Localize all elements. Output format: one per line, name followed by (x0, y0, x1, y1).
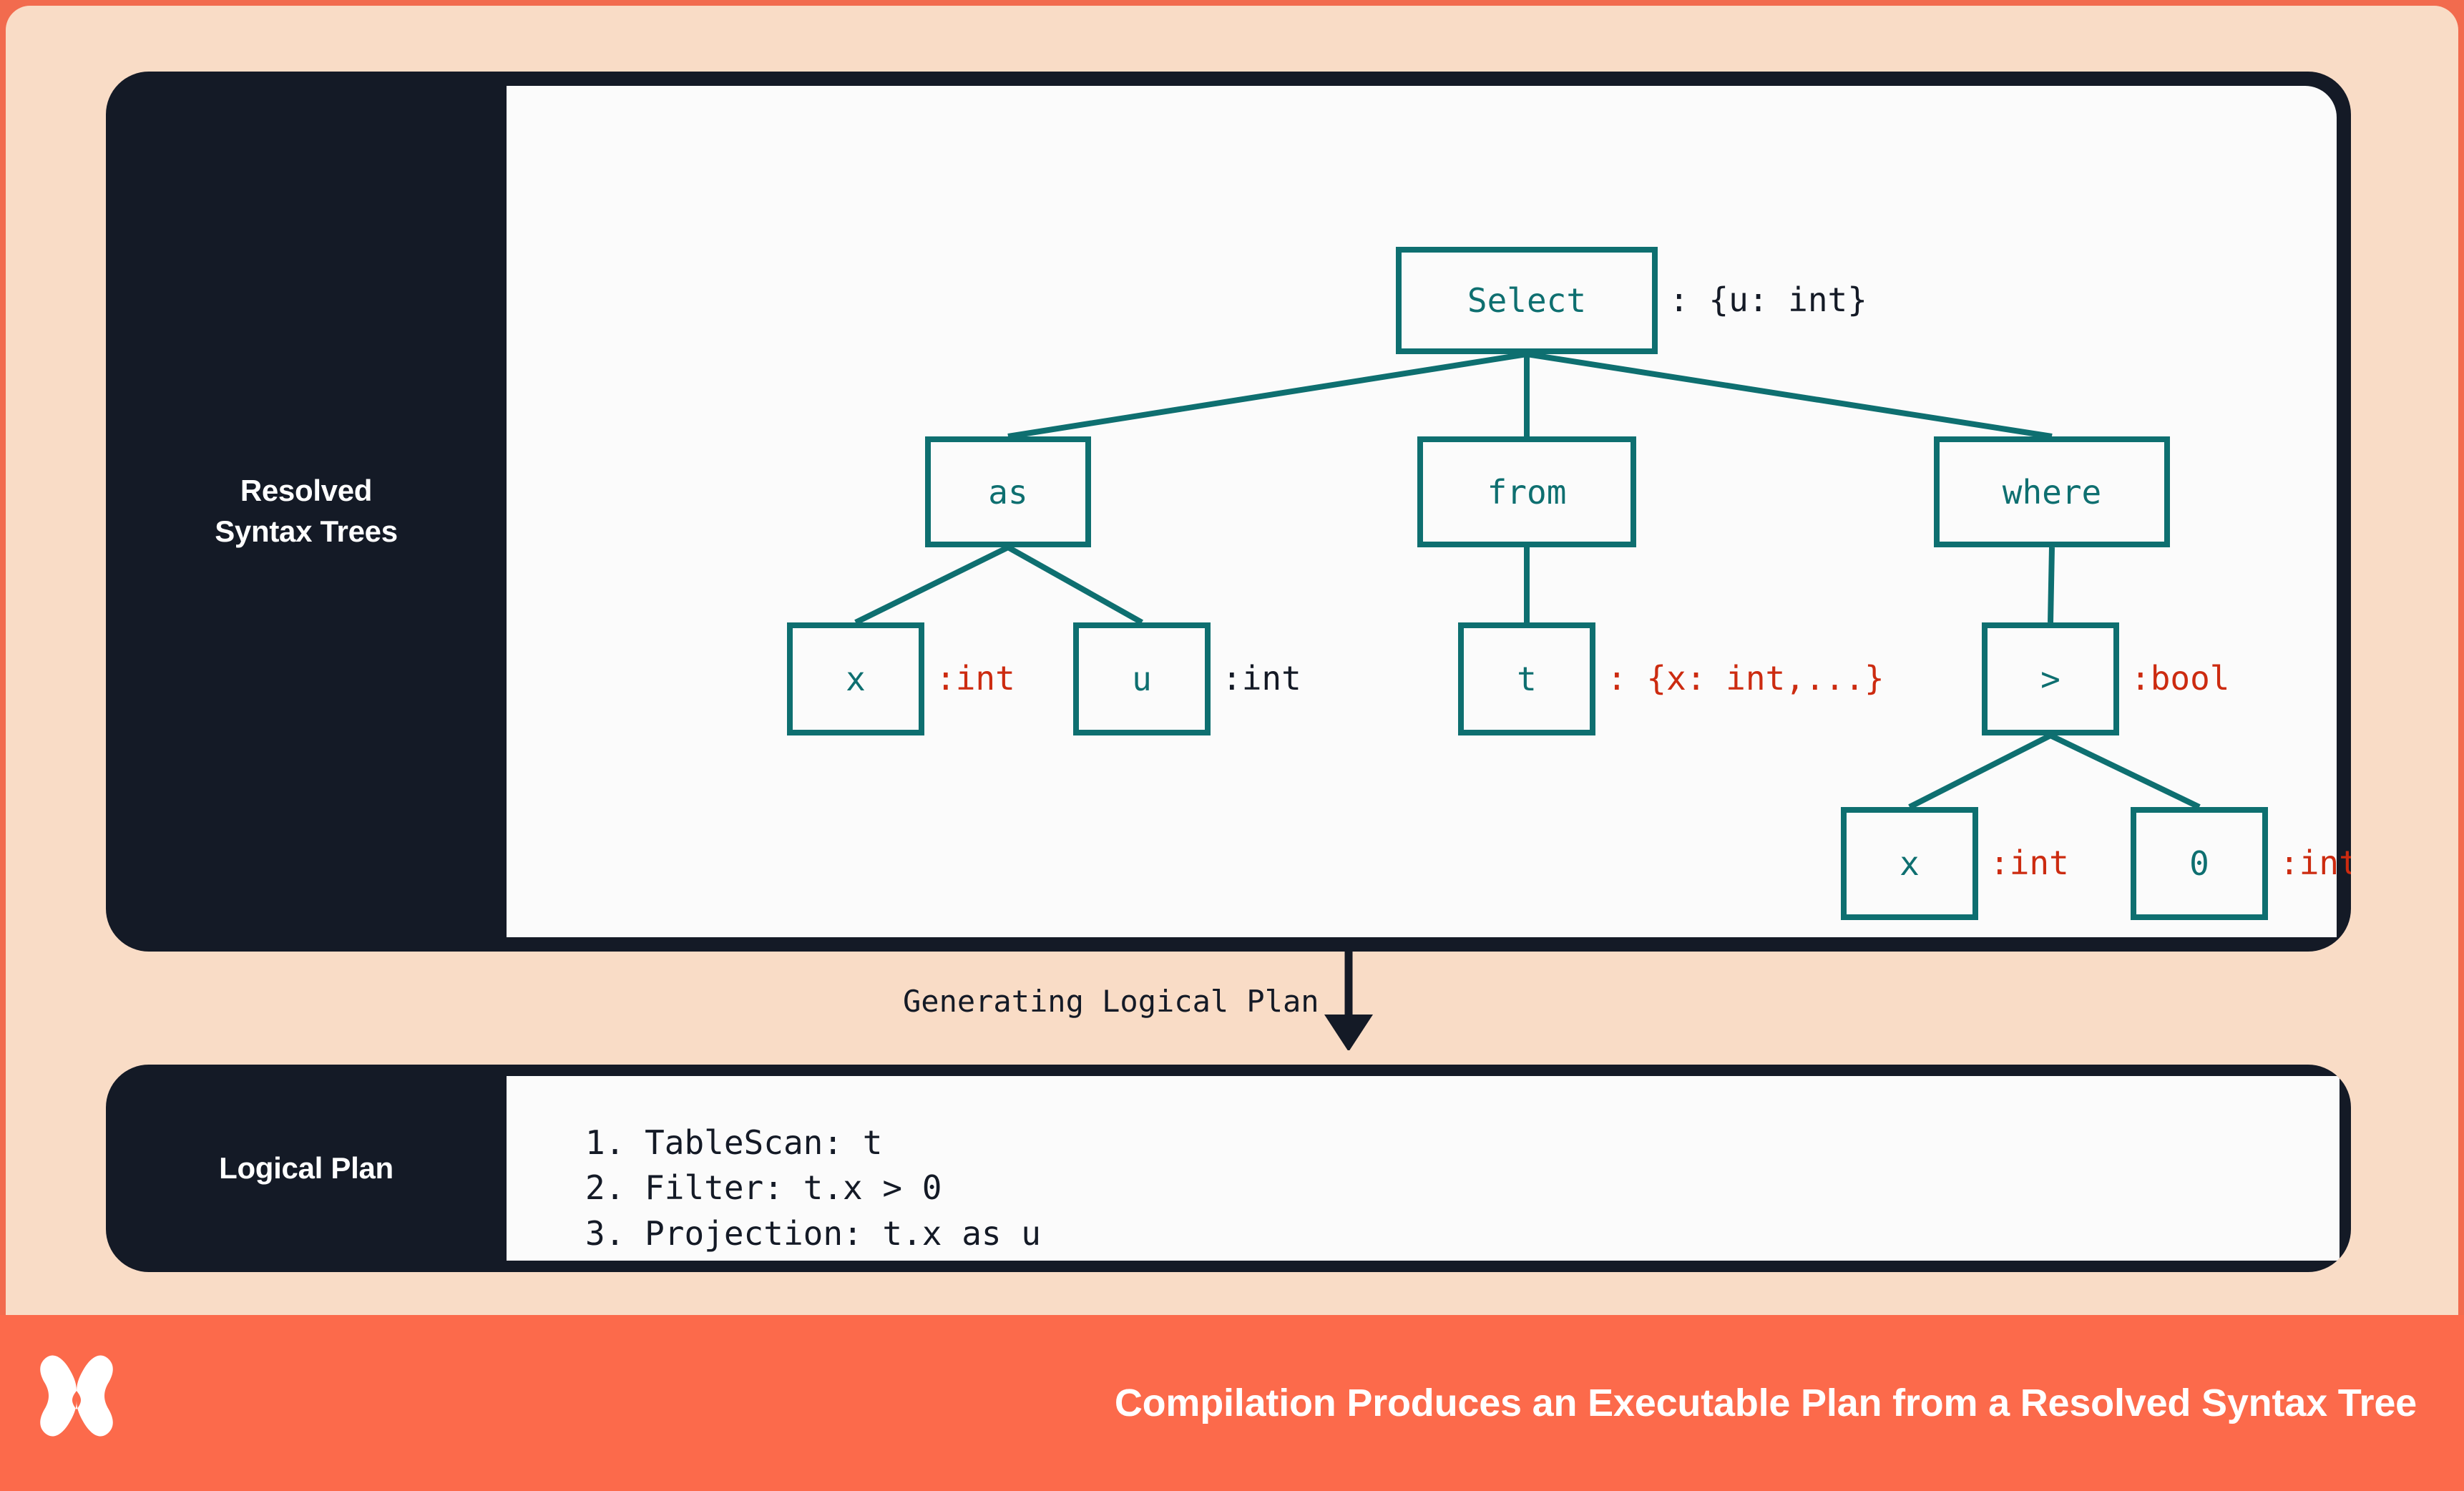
tree-node-zero: 0 (2131, 807, 2268, 920)
tree-node-label: x (846, 660, 866, 698)
type-annotation-x1: :int (936, 659, 1015, 698)
logical-plan-step: 1. TableScan: t (585, 1123, 883, 1162)
tree-node-label: > (2040, 660, 2060, 698)
panel-resolved-syntax-trees: Resolved Syntax Trees Select : {u: int} as… (106, 72, 2351, 952)
panel-label-logical-plan: Logical Plan (106, 1065, 507, 1272)
tree-node-label: where (2002, 472, 2102, 512)
tree-node-x2: x (1841, 807, 1978, 920)
tree-edge-as-to-x1 (854, 544, 1009, 625)
butterfly-x-logo (40, 1355, 113, 1437)
tree-node-label: as (988, 472, 1028, 512)
logical-plan-step: 2. Filter: t.x > 0 (585, 1168, 942, 1208)
type-annotation-t1: : {x: int,...} (1607, 659, 1884, 698)
logical-plan-steps: 1. TableScan: t 2. Filter: t.x > 0 3. Proj… (585, 1120, 1041, 1256)
tree-node-x1: x (787, 622, 924, 735)
connector-arrow-group (1324, 943, 1373, 1050)
logical-plan-content: 1. TableScan: t 2. Filter: t.x > 0 3. Proj… (507, 1076, 2340, 1261)
panel-label-resolved-syntax-trees: Resolved Syntax Trees (106, 72, 507, 952)
tree-node-label: u (1132, 660, 1152, 698)
tree-edges (854, 351, 2201, 810)
tree-edge-gt-to-zero (2049, 733, 2201, 810)
logical-plan-step: 3. Projection: t.x as u (585, 1213, 1041, 1253)
type-annotation-select: : {u: int} (1669, 280, 1867, 319)
panel-logical-plan: Logical Plan 1. TableScan: t 2. Filter: t… (106, 1065, 2351, 1272)
syntax-tree: Select : {u: int} as from where x :int u :int t : … (507, 86, 2351, 937)
syntax-tree-canvas-area: Select : {u: int} as from where x :int u :int t : … (507, 86, 2351, 937)
footer-banner: Compilation Produces an Executable Plan … (0, 1315, 2464, 1491)
tree-node-label: from (1487, 472, 1567, 512)
tree-node-select: Select (1396, 247, 1658, 354)
connector-label: Generating Logical Plan (903, 984, 1319, 1019)
tree-node-gt: > (1982, 622, 2119, 735)
tree-edge-as-to-u1 (1007, 544, 1143, 625)
tree-node-u1: u (1073, 622, 1211, 735)
tree-node-as: as (925, 436, 1091, 547)
type-annotation-gt: :bool (2131, 659, 2230, 698)
tree-node-label: 0 (2189, 844, 2209, 883)
type-annotation-u1: :int (1222, 659, 1301, 698)
panel-label-line1: Resolved (240, 474, 373, 508)
panel-label-line2: Syntax Trees (215, 514, 398, 548)
type-annotation-x2: :int (1990, 844, 2069, 882)
tree-edge-gt-to-x2 (1908, 733, 2052, 810)
tree-node-t1: t (1458, 622, 1595, 735)
footer-caption: Compilation Produces an Executable Plan … (1114, 1382, 2417, 1424)
tree-node-label: t (1517, 660, 1537, 698)
type-annotation-zero: :int (2279, 844, 2351, 882)
tree-node-where: where (1934, 436, 2170, 547)
tree-edge-where-to-gt (2048, 547, 2055, 623)
connector-arrowhead (1324, 1015, 1373, 1050)
tree-edge-select-to-where (1526, 351, 2053, 439)
tree-edge-select-to-as (1007, 351, 1527, 439)
tree-node-label: x (1900, 844, 1920, 883)
panel-label-logical-plan-text: Logical Plan (219, 1150, 393, 1185)
tree-node-label: Select (1467, 281, 1587, 320)
tree-node-from: from (1417, 436, 1636, 547)
